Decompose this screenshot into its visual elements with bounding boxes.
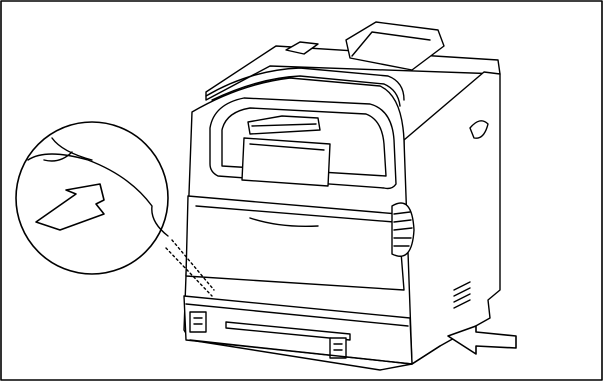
magnify-circle-icon xyxy=(16,122,214,296)
operation-panel xyxy=(242,138,330,186)
printer-icon xyxy=(184,22,500,370)
side-vent xyxy=(392,203,414,256)
